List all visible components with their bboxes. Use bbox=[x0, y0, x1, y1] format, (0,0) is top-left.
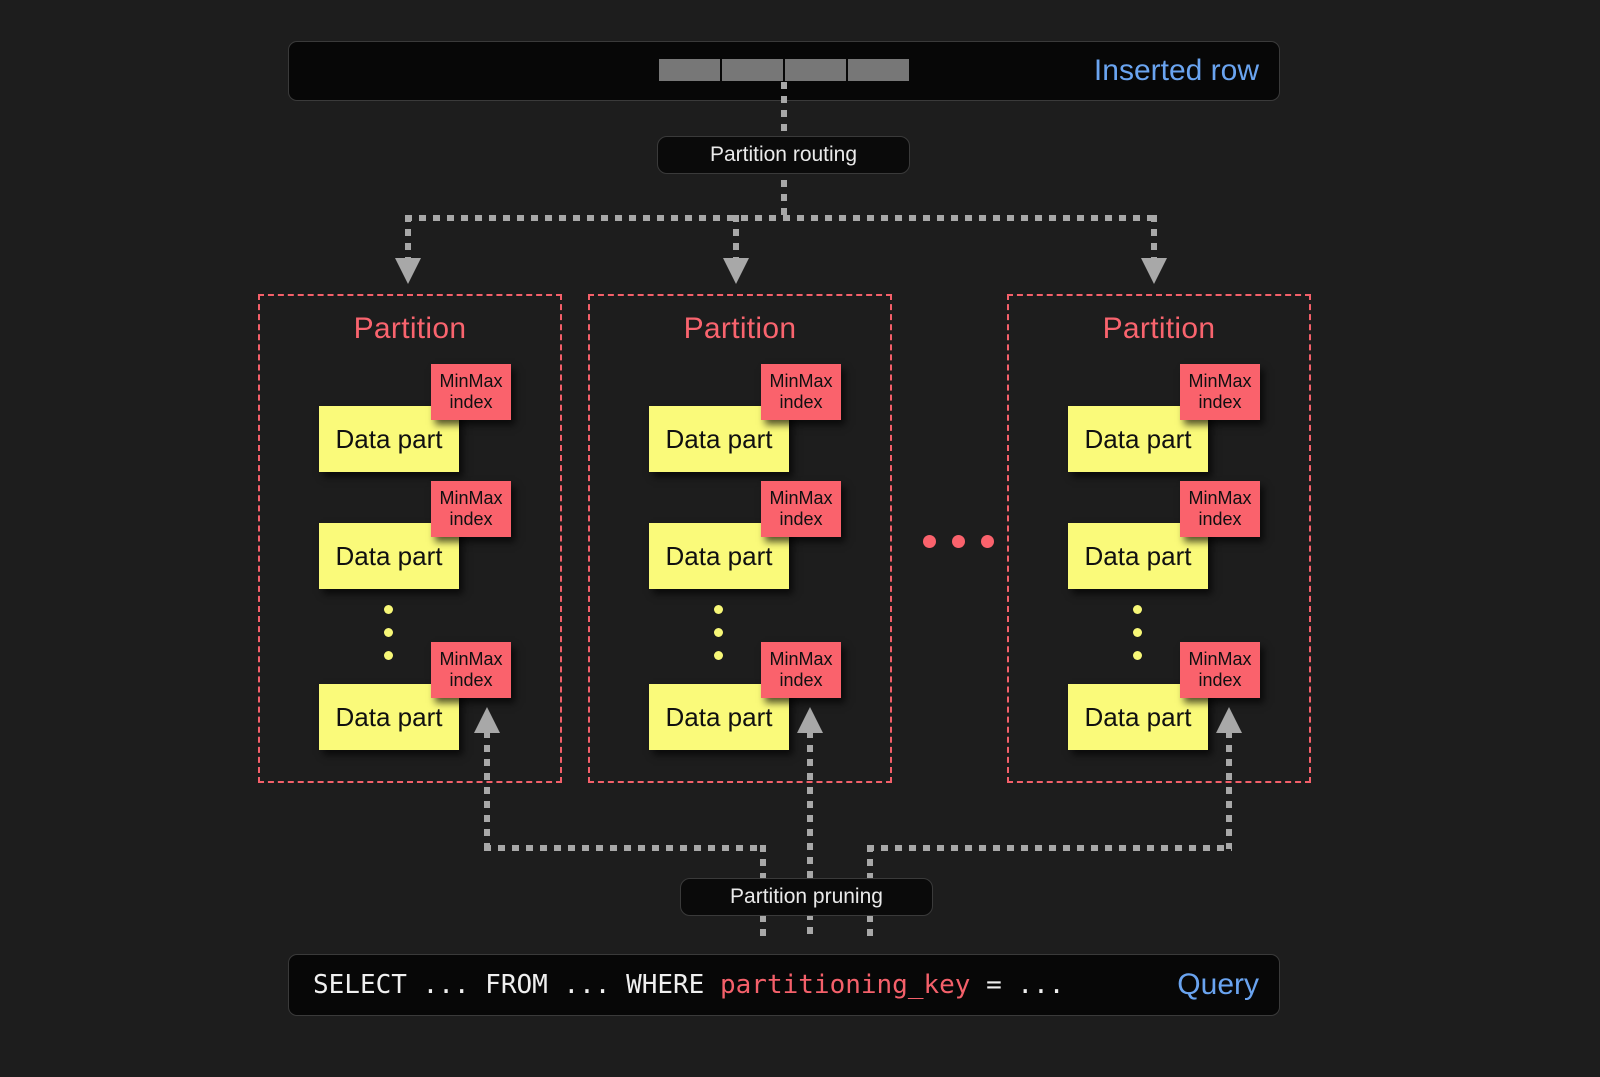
pruning-arrow-middle bbox=[797, 707, 823, 733]
minmax-index-line1: MinMax bbox=[769, 649, 833, 670]
partition-box-3: Partition MinMax index Data part MinMax … bbox=[1007, 294, 1311, 783]
minmax-index-box: MinMax index bbox=[761, 642, 841, 698]
ellipsis-dot bbox=[952, 535, 965, 548]
row-cell bbox=[848, 59, 909, 81]
partition-title: Partition bbox=[683, 312, 797, 345]
ellipsis-dot bbox=[714, 651, 723, 660]
pruning-bus-left bbox=[484, 845, 766, 851]
routing-branch-right bbox=[1151, 215, 1157, 260]
ellipsis-dot bbox=[923, 535, 936, 548]
minmax-index-box: MinMax index bbox=[1180, 364, 1260, 420]
minmax-index-line1: MinMax bbox=[439, 649, 503, 670]
pruning-arrow-right bbox=[1216, 707, 1242, 733]
minmax-index-box: MinMax index bbox=[761, 481, 841, 537]
row-cell bbox=[785, 59, 846, 81]
minmax-index-box: MinMax index bbox=[1180, 642, 1260, 698]
minmax-index-line2: index bbox=[779, 509, 823, 529]
query-label: Query bbox=[1177, 968, 1259, 1001]
data-part-box: Data part bbox=[1068, 523, 1208, 589]
data-part-box: Data part bbox=[1068, 406, 1208, 472]
pruning-line-middle-vert bbox=[807, 731, 813, 937]
partition-pruning-box: Partition pruning bbox=[680, 878, 933, 916]
minmax-index-line1: MinMax bbox=[1188, 371, 1252, 392]
row-cell bbox=[659, 59, 720, 81]
data-part-ellipsis bbox=[1133, 605, 1142, 660]
ellipsis-dot bbox=[384, 628, 393, 637]
minmax-index-line1: MinMax bbox=[769, 371, 833, 392]
ellipsis-dot bbox=[384, 605, 393, 614]
ellipsis-dot bbox=[714, 605, 723, 614]
pruning-bus-right bbox=[867, 845, 1232, 851]
partition-box-2: Partition MinMax index Data part MinMax … bbox=[588, 294, 892, 783]
data-part-box: Data part bbox=[649, 406, 789, 472]
routing-branch-left bbox=[405, 215, 411, 260]
minmax-index-box: MinMax index bbox=[761, 364, 841, 420]
routing-arrow-left bbox=[395, 258, 421, 284]
minmax-index-line2: index bbox=[1198, 509, 1242, 529]
minmax-index-line2: index bbox=[1198, 670, 1242, 690]
minmax-index-line1: MinMax bbox=[769, 488, 833, 509]
data-part-box: Data part bbox=[1068, 684, 1208, 750]
sql-partitioning-key: partitioning_key bbox=[720, 970, 971, 1000]
routing-arrow-middle bbox=[723, 258, 749, 284]
ellipsis-dot bbox=[1133, 651, 1142, 660]
sql-query-text: SELECT ... FROM ... WHERE partitioning_k… bbox=[313, 970, 1064, 1000]
routing-arrow-right bbox=[1141, 258, 1167, 284]
partition-title: Partition bbox=[353, 312, 467, 345]
data-part-ellipsis bbox=[714, 605, 723, 660]
minmax-index-line2: index bbox=[449, 392, 493, 412]
minmax-index-line1: MinMax bbox=[439, 488, 503, 509]
row-cell bbox=[722, 59, 783, 81]
routing-bus-line bbox=[405, 215, 1157, 221]
minmax-index-line2: index bbox=[449, 509, 493, 529]
minmax-index-box: MinMax index bbox=[1180, 481, 1260, 537]
sql-prefix: SELECT ... FROM ... WHERE bbox=[313, 970, 720, 1000]
minmax-index-box: MinMax index bbox=[431, 364, 511, 420]
pruning-line-left-vert bbox=[484, 731, 490, 849]
minmax-index-line1: MinMax bbox=[1188, 488, 1252, 509]
data-part-ellipsis bbox=[384, 605, 393, 660]
partition-routing-label: Partition routing bbox=[709, 143, 858, 166]
inserted-row-cells bbox=[659, 59, 909, 81]
sql-suffix: = ... bbox=[970, 970, 1065, 1000]
minmax-index-box: MinMax index bbox=[431, 642, 511, 698]
ellipsis-dot bbox=[714, 628, 723, 637]
ellipsis-dot bbox=[1133, 628, 1142, 637]
routing-branch-middle bbox=[733, 215, 739, 260]
minmax-index-line1: MinMax bbox=[439, 371, 503, 392]
partitions-ellipsis bbox=[923, 535, 994, 548]
pruning-line-right-vert bbox=[1226, 731, 1232, 849]
ellipsis-dot bbox=[981, 535, 994, 548]
minmax-index-line2: index bbox=[1198, 392, 1242, 412]
ellipsis-dot bbox=[384, 651, 393, 660]
minmax-index-line2: index bbox=[779, 392, 823, 412]
partition-routing-box: Partition routing bbox=[657, 136, 910, 174]
inserted-row-label: Inserted row bbox=[1093, 54, 1259, 87]
ellipsis-dot bbox=[1133, 605, 1142, 614]
minmax-index-line1: MinMax bbox=[1188, 649, 1252, 670]
minmax-index-box: MinMax index bbox=[431, 481, 511, 537]
minmax-index-line2: index bbox=[449, 670, 493, 690]
minmax-index-line2: index bbox=[779, 670, 823, 690]
partition-title: Partition bbox=[1102, 312, 1216, 345]
partition-box-1: Partition MinMax index Data part MinMax … bbox=[258, 294, 562, 783]
query-bar: SELECT ... FROM ... WHERE partitioning_k… bbox=[288, 954, 1280, 1016]
pruning-arrow-left bbox=[474, 707, 500, 733]
partition-pruning-label: Partition pruning bbox=[730, 885, 883, 908]
